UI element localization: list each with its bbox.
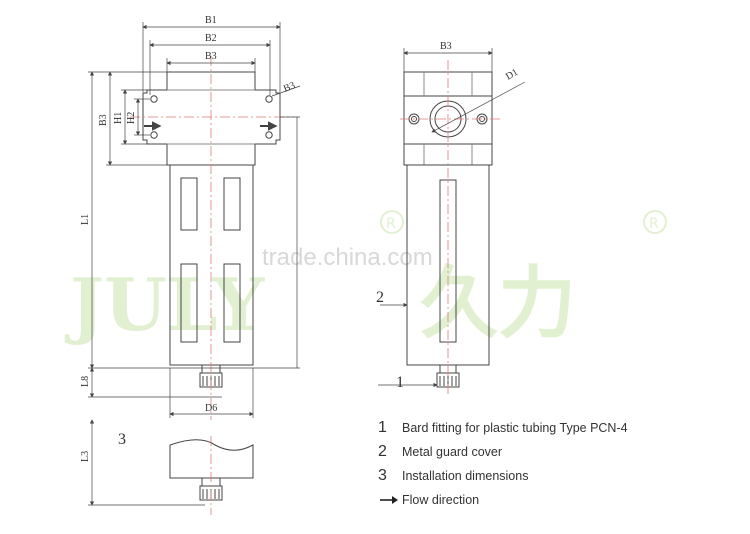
legend-text: Metal guard cover <box>402 445 503 459</box>
dim-b3-side: B3 <box>440 41 452 52</box>
watermark-brand: JULY <box>64 262 266 347</box>
callout-3: 3 <box>118 431 126 448</box>
sight-window <box>180 263 198 343</box>
legend-flow-item: Flow direction <box>378 490 479 510</box>
dim-l1: L1 <box>80 214 91 225</box>
installation-detail <box>169 439 254 501</box>
sight-window <box>223 263 241 343</box>
legend-number: 3 <box>378 467 387 484</box>
dim-b3: B3 <box>205 51 217 62</box>
mount-hole <box>265 95 273 103</box>
callout-1: 1 <box>396 374 404 391</box>
legend-number: 1 <box>378 419 387 436</box>
watermark-chinese: 久力 <box>420 258 576 349</box>
dim-b1: B1 <box>205 15 217 26</box>
registered-mark-circle-right <box>643 210 667 234</box>
centerlines-right <box>400 60 500 395</box>
registered-mark-left: R <box>386 216 396 232</box>
legend-item: 2 Metal guard cover <box>378 442 502 462</box>
dimension-labels-left: B1 B2 B3 B3 B3 H1 H2 L1 L8 D6 L3 <box>80 15 297 462</box>
legend-text: Installation dimensions <box>402 469 529 483</box>
dim-l8: L8 <box>80 376 91 387</box>
mount-hole <box>150 95 158 103</box>
sight-window <box>223 177 241 231</box>
legend-number: 2 <box>378 443 387 460</box>
legend-item: 3 Installation dimensions <box>378 466 528 486</box>
front-view <box>142 71 281 388</box>
sight-window <box>180 177 198 231</box>
centerlines-left <box>130 56 295 420</box>
dimensions-left <box>88 22 301 506</box>
dim-b2: B2 <box>205 33 217 44</box>
side-window <box>439 179 457 343</box>
watermark-site: trade.china.com <box>262 244 433 271</box>
head-outline <box>142 71 281 166</box>
mount-hole <box>150 131 158 139</box>
dim-d6: D6 <box>205 403 217 414</box>
dimensions-right <box>378 48 526 388</box>
dim-d1: D1 <box>504 67 520 83</box>
dim-b3-vert: B3 <box>98 114 109 126</box>
dim-l3: L3 <box>80 451 91 462</box>
side-view <box>403 71 493 388</box>
dim-h2: H2 <box>126 112 137 124</box>
dim-h1: H1 <box>113 112 124 124</box>
dim-b3-diag: B3 <box>282 80 297 95</box>
legend-text: Bard fitting for plastic tubing Type PCN… <box>402 421 628 435</box>
registered-mark-circle <box>380 210 404 234</box>
callout-2: 2 <box>376 289 384 306</box>
legend-flow-text: Flow direction <box>402 493 480 507</box>
legend-item: 1 Bard fitting for plastic tubing Type P… <box>378 418 628 438</box>
registered-mark-right: R <box>649 216 659 232</box>
mount-hole <box>265 131 273 139</box>
watermark: JULY 久力 R R trade.china.com <box>64 210 667 349</box>
right-arrow-icon <box>380 496 398 504</box>
